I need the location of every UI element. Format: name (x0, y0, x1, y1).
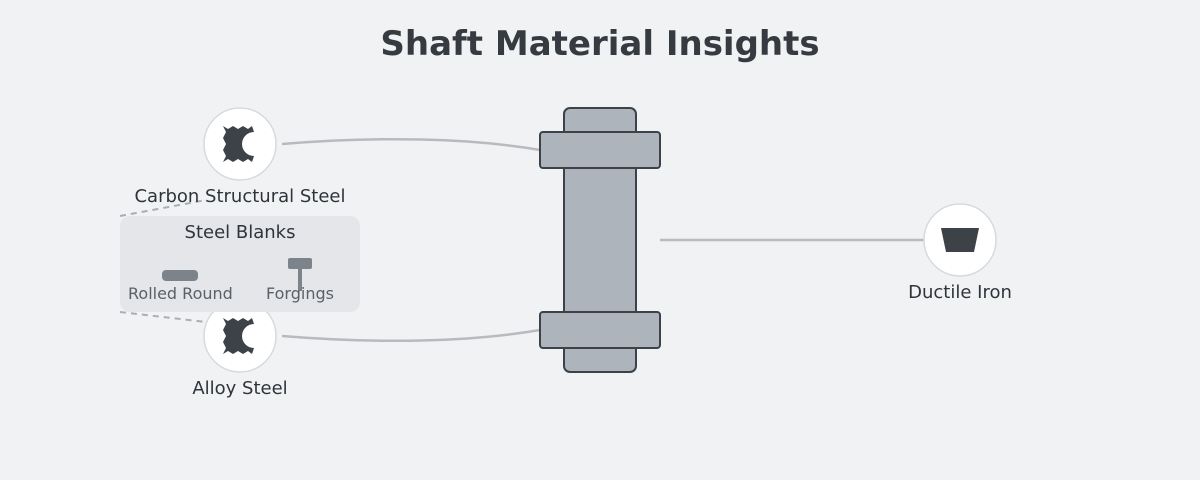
node-alloy-steel[interactable] (203, 299, 277, 373)
connector-carbon-to-shaft (281, 137, 541, 152)
shaft-lower-collar (539, 311, 661, 349)
callout-leader-bottom (119, 311, 207, 323)
label-ductile-iron: Ductile Iron (908, 282, 1012, 303)
node-ductile-iron[interactable] (923, 203, 997, 277)
shaft-upper-collar (539, 131, 661, 169)
callout-item-forgings: Forgings (266, 284, 334, 303)
callout-leader-top (119, 199, 207, 217)
casting-cup-icon (941, 228, 979, 252)
rolled-round-icon (162, 270, 198, 281)
callout-icons (162, 258, 312, 291)
steel-blanks-callout: Steel Blanks Rolled Round Forgings (120, 216, 360, 312)
label-carbon-structural-steel: Carbon Structural Steel (134, 186, 346, 207)
forging-icon (288, 258, 312, 291)
callout-title: Steel Blanks (184, 222, 296, 243)
label-alloy-steel: Alloy Steel (192, 378, 288, 399)
shaft-body (563, 107, 637, 373)
steel-bar-icon (223, 318, 259, 354)
page-title: Shaft Material Insights (380, 24, 820, 64)
connector-alloy-to-shaft (281, 328, 541, 343)
shaft-illustration (539, 107, 661, 373)
node-carbon-structural-steel[interactable] (203, 107, 277, 181)
steel-bar-icon (223, 126, 259, 162)
callout-item-rolled-round: Rolled Round (128, 284, 233, 303)
